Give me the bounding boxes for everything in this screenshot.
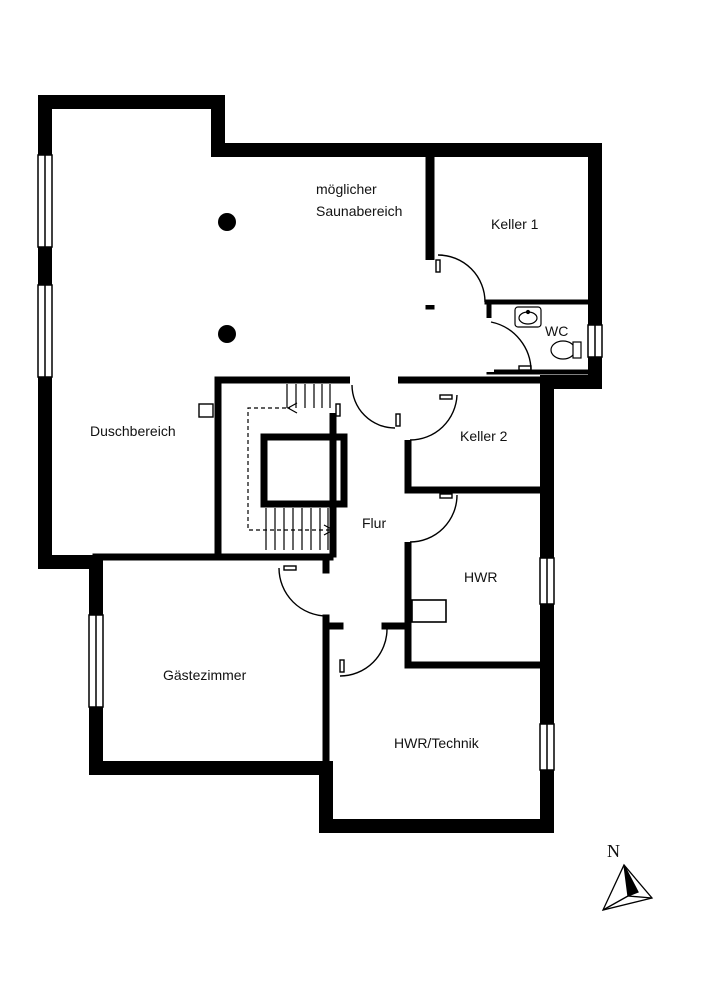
label-hwr-technik: HWR/Technik: [394, 735, 480, 751]
stairs: [247, 384, 335, 550]
room-labels: möglicher Saunabereich Keller 1 WC Dusch…: [90, 181, 568, 751]
label-keller2: Keller 2: [460, 428, 508, 444]
door-stair: [335, 384, 396, 429]
label-wc: WC: [545, 323, 568, 339]
stair-arrow-up: [286, 402, 298, 414]
compass-icon: [601, 863, 654, 911]
label-keller1: Keller 1: [491, 216, 539, 232]
door-gaestezimmer: [278, 565, 328, 617]
stair-shaft: [260, 433, 348, 508]
label-hwr: HWR: [464, 569, 497, 585]
wc-toilet: [550, 340, 582, 360]
column-lower: [218, 325, 236, 343]
north-arrow: N: [601, 841, 654, 911]
label-flur: Flur: [362, 515, 386, 531]
stair-direction-line: [247, 407, 330, 531]
column-upper: [218, 213, 236, 231]
stair-arrow-right: [323, 524, 335, 536]
label-sauna-line2: Saunabereich: [316, 203, 402, 219]
openings: [328, 260, 494, 542]
door-keller1: [435, 254, 486, 303]
utility-unit: [411, 599, 447, 623]
shower-drain: [198, 403, 214, 418]
door-hwr-technik: [339, 628, 388, 677]
label-gaestezimmer: Gästezimmer: [163, 667, 247, 683]
door-hwr: [409, 493, 458, 543]
door-wc: [490, 321, 532, 373]
doors: [278, 254, 532, 677]
label-duschbereich: Duschbereich: [90, 423, 176, 439]
fixtures: [198, 213, 582, 623]
door-keller2: [395, 394, 458, 441]
windows: [37, 154, 603, 771]
north-label: N: [607, 841, 620, 861]
walls: [38, 95, 602, 833]
wc-sink: [514, 306, 542, 328]
outer-wall: [38, 95, 602, 833]
label-sauna-line1: möglicher: [316, 181, 377, 197]
